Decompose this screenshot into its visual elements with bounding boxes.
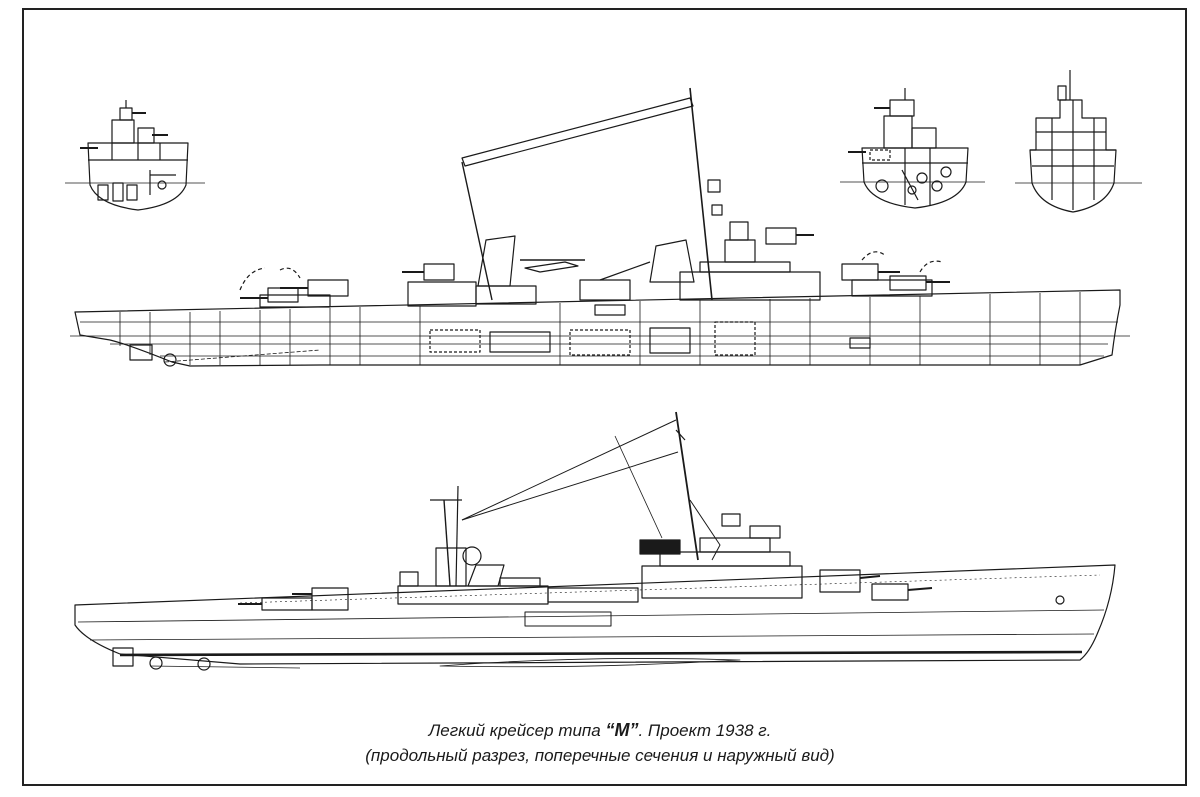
caption-subtitle: (продольный разрез, поперечные сечения и… xyxy=(365,746,835,765)
caption-title: Легкий крейсер типа “М”. Проект 1938 г. xyxy=(0,718,1200,743)
cross-section-forward xyxy=(65,100,205,211)
longitudinal-section xyxy=(70,87,1130,367)
cross-section-midship xyxy=(840,88,985,209)
page-frame xyxy=(22,8,1187,786)
caption-type-name: “М” xyxy=(605,720,639,740)
exterior-profile xyxy=(74,411,1116,671)
caption-prefix: Легкий крейсер типа xyxy=(428,721,606,740)
cross-section-aft xyxy=(1015,70,1142,213)
caption: Легкий крейсер типа “М”. Проект 1938 г. … xyxy=(0,718,1200,768)
caption-suffix: . Проект 1938 г. xyxy=(638,721,772,740)
